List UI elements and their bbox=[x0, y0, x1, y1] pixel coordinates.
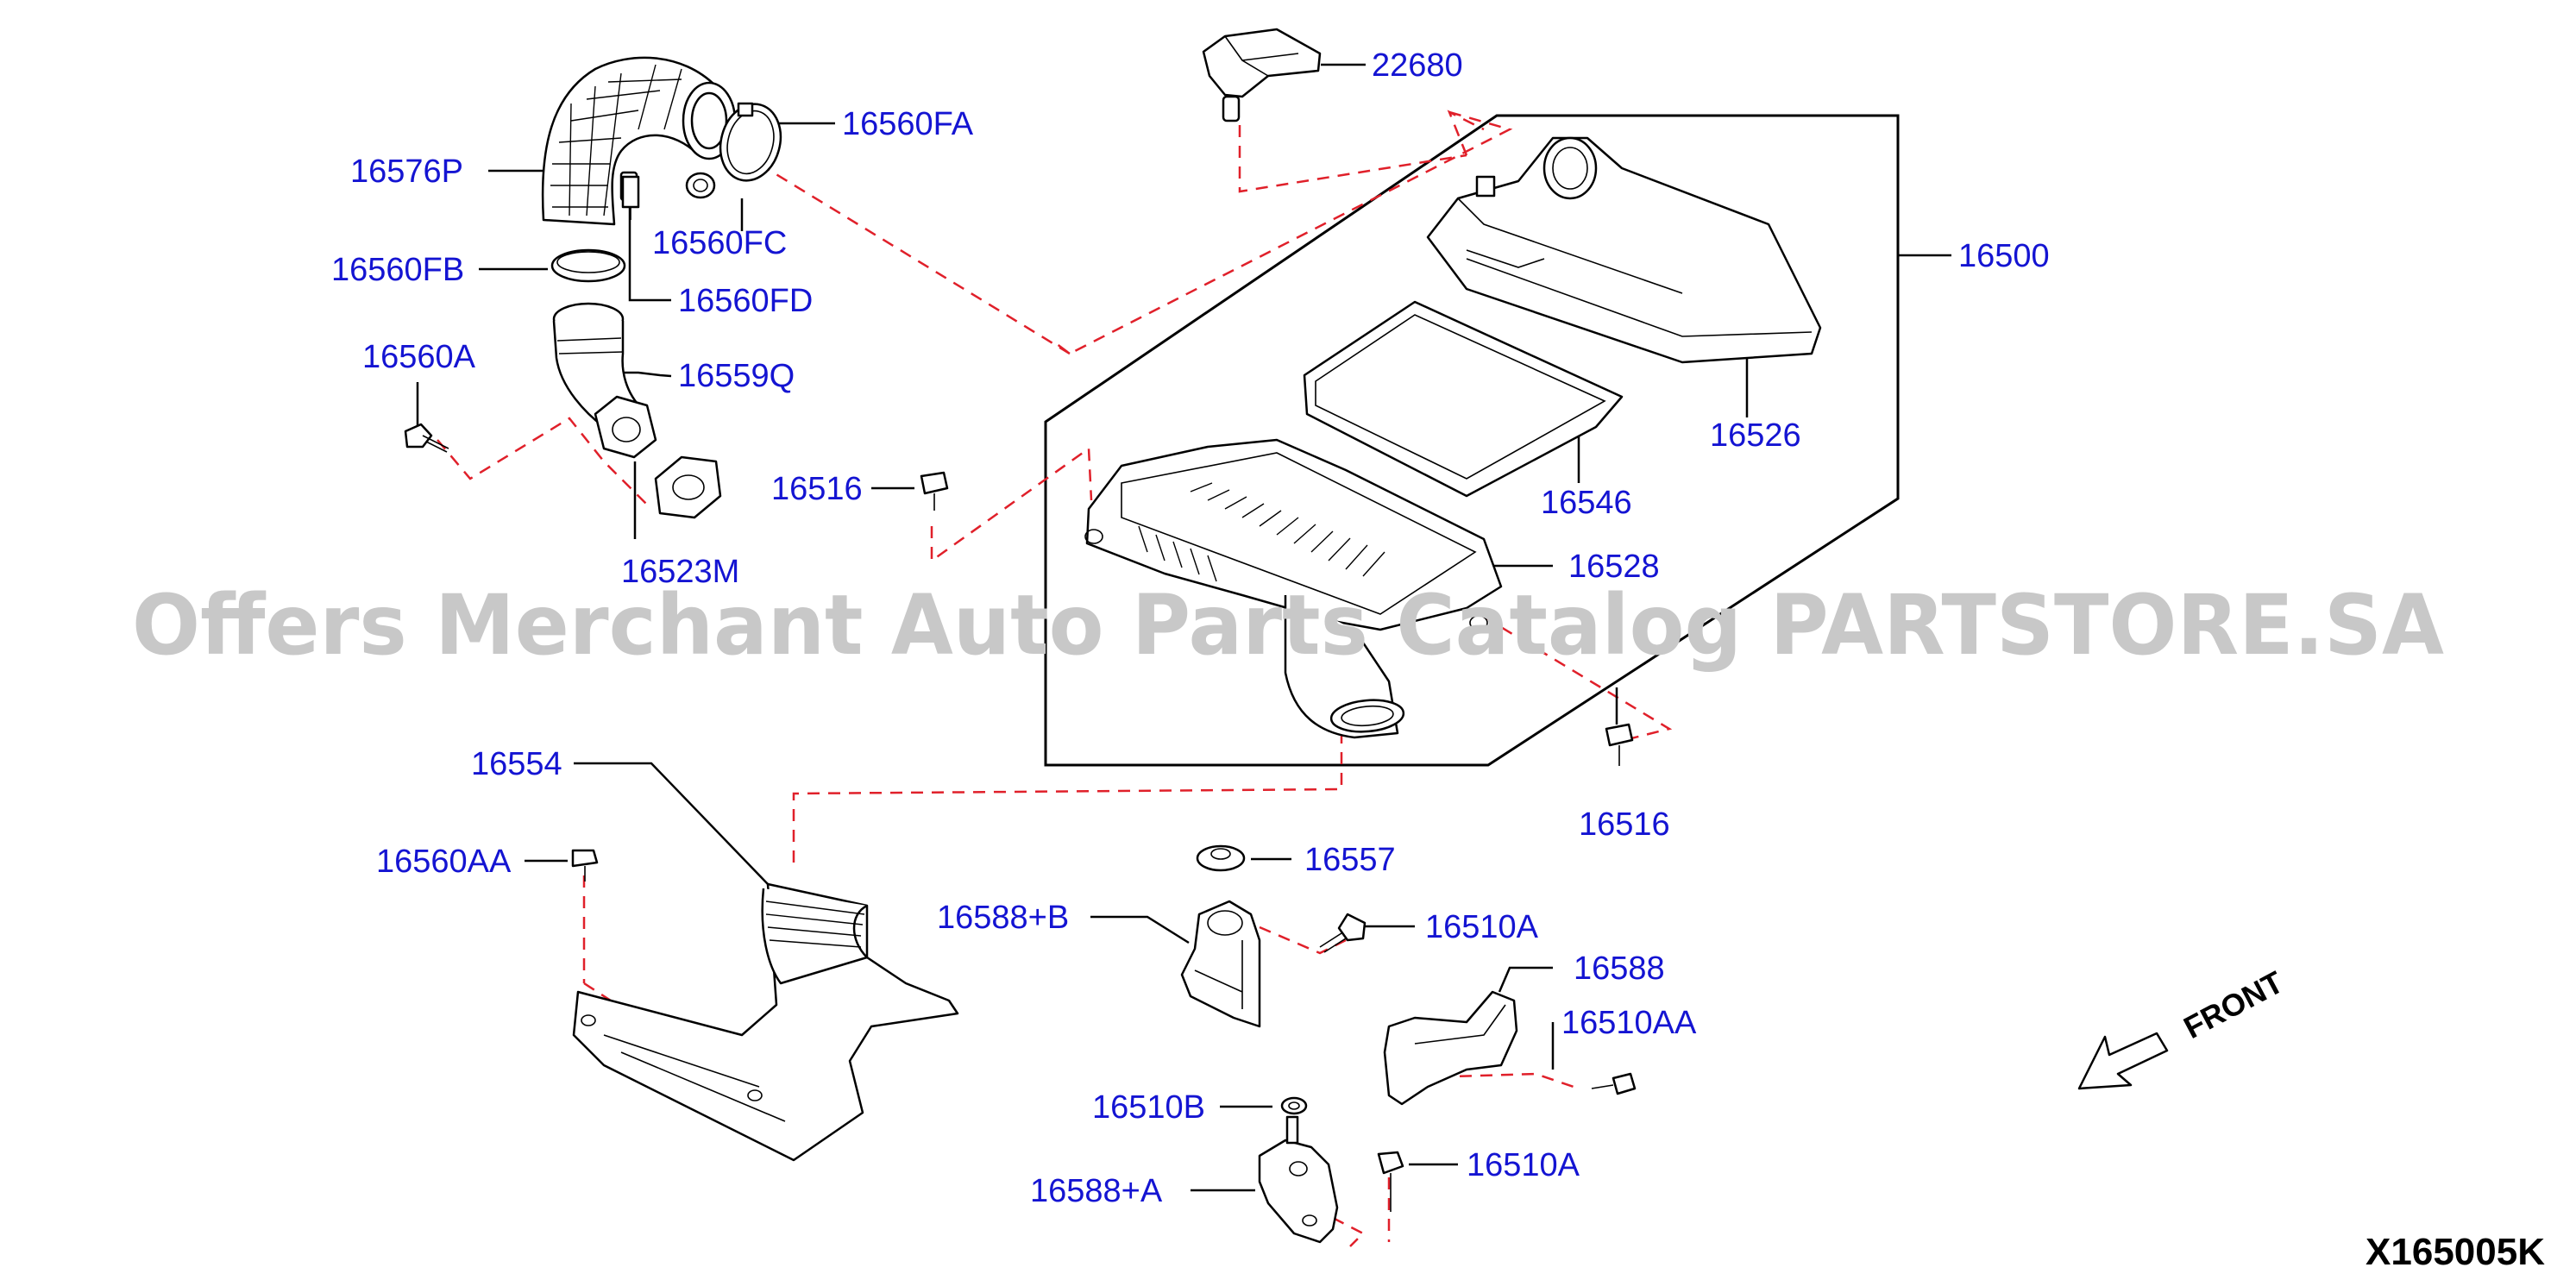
label-16560AA: 16560AA bbox=[376, 844, 512, 880]
clip-16560FD bbox=[621, 175, 640, 220]
air-cleaner-cover-16526 bbox=[1426, 136, 1822, 364]
label-16546: 16546 bbox=[1541, 485, 1632, 521]
label-16528: 16528 bbox=[1568, 549, 1660, 585]
bolt-16510A-bottom bbox=[1377, 1151, 1404, 1212]
clip-16560FC bbox=[685, 172, 716, 199]
label-16560FA: 16560FA bbox=[842, 106, 974, 142]
watermark: Offers Merchant Auto Parts Catalog PARTS… bbox=[132, 577, 2444, 674]
label-16560FB: 16560FB bbox=[331, 252, 464, 288]
bracket-16588 bbox=[1383, 990, 1518, 1106]
label-16557: 16557 bbox=[1304, 842, 1396, 878]
label-16510A-bottom: 16510A bbox=[1467, 1147, 1580, 1183]
grommet-16557 bbox=[1196, 844, 1246, 872]
hose-clamp-16560FB bbox=[550, 248, 626, 283]
grommet-16516-top bbox=[920, 471, 949, 511]
duct-elbow-16559Q bbox=[552, 302, 657, 459]
part-labels: 22680 16560FA 16576P 16560FC 16500 16560… bbox=[331, 47, 2050, 1209]
label-16588A: 16588+A bbox=[1030, 1173, 1163, 1209]
gasket-16523M bbox=[654, 455, 722, 519]
dashed-connection-lines bbox=[437, 110, 1673, 1247]
label-16576P: 16576P bbox=[350, 154, 463, 190]
bolt-16560AA bbox=[571, 849, 599, 882]
air-duct-resonator-16554 bbox=[572, 882, 959, 1162]
label-16500: 16500 bbox=[1958, 238, 2050, 274]
label-16560FD: 16560FD bbox=[678, 283, 813, 319]
air-cleaner-assembly-outline bbox=[1044, 114, 1900, 767]
bracket-16588A bbox=[1258, 1115, 1339, 1244]
label-16523M: 16523M bbox=[621, 554, 739, 590]
label-16526: 16526 bbox=[1710, 417, 1801, 454]
air-filter-element-16546 bbox=[1303, 300, 1624, 498]
bracket-16588B bbox=[1180, 900, 1261, 1028]
bolt-16560A bbox=[404, 423, 449, 453]
label-16560A: 16560A bbox=[362, 339, 476, 375]
label-16560FC: 16560FC bbox=[652, 225, 787, 261]
mass-air-flow-sensor-22680 bbox=[1202, 28, 1322, 122]
nut-16510B bbox=[1280, 1096, 1308, 1115]
front-direction-arrow bbox=[2077, 1032, 2169, 1090]
grommet-16516-bottom bbox=[1605, 723, 1634, 766]
label-22680: 22680 bbox=[1372, 47, 1463, 84]
label-16510AA: 16510AA bbox=[1561, 1005, 1697, 1041]
label-16588: 16588 bbox=[1574, 951, 1665, 987]
front-label: FRONT bbox=[2178, 964, 2290, 1045]
bolt-16510A-top bbox=[1319, 913, 1367, 953]
label-16588B: 16588+B bbox=[937, 900, 1069, 936]
label-16554: 16554 bbox=[471, 746, 562, 782]
label-16510A-top: 16510A bbox=[1425, 909, 1539, 945]
air-cleaner-lower-case-16528 bbox=[1084, 438, 1503, 739]
label-16510B: 16510B bbox=[1092, 1089, 1205, 1126]
hose-clamp-16560FA bbox=[719, 102, 782, 182]
diagram-id: X165005K bbox=[2366, 1231, 2545, 1273]
label-16516-bottom: 16516 bbox=[1579, 806, 1670, 843]
label-16559Q: 16559Q bbox=[678, 358, 795, 394]
bolt-16510AA bbox=[1591, 1072, 1637, 1095]
label-16516-top: 16516 bbox=[771, 471, 863, 507]
